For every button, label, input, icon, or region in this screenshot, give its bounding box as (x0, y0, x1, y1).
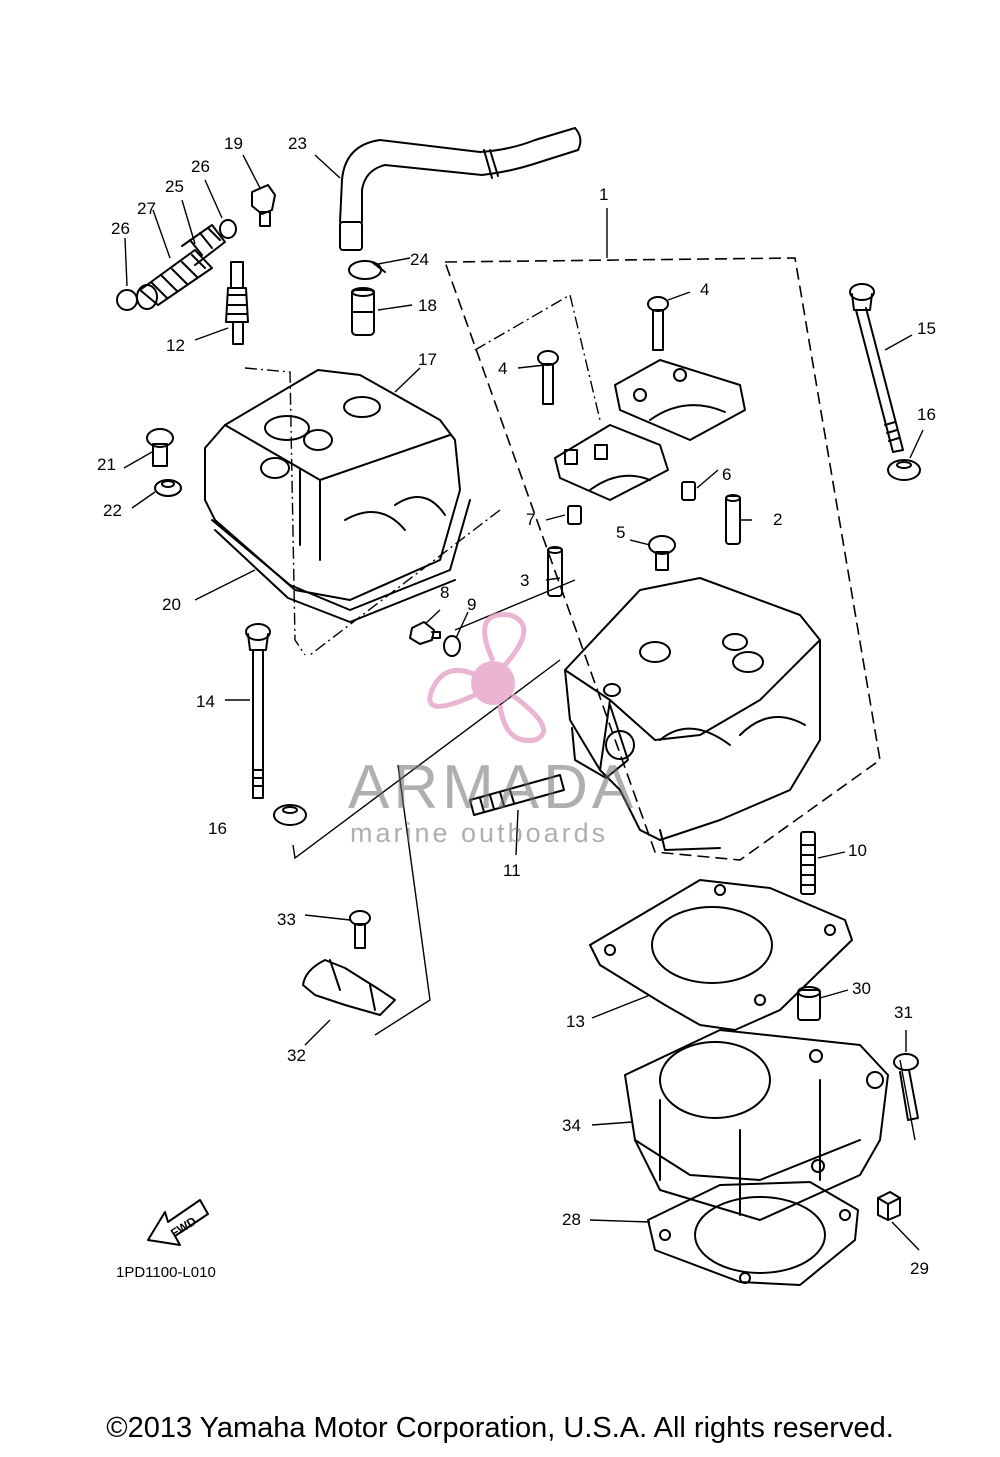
callout-32: 32 (287, 1046, 306, 1065)
callout-31: 31 (894, 1003, 913, 1022)
callout-4b: 4 (498, 359, 507, 378)
callout-22: 22 (103, 501, 122, 520)
cylinder-base-gasket (647, 1181, 859, 1286)
cylinder-head-bolt (245, 623, 271, 799)
callout-11: 11 (503, 861, 521, 880)
callout-6: 6 (722, 465, 731, 484)
callout-29: 29 (910, 1259, 929, 1278)
callout-28: 28 (562, 1210, 581, 1229)
diagram-code: 1PD1100-L010 (116, 1264, 216, 1281)
cap-bolt-upper (647, 296, 669, 351)
bolt-washer (154, 479, 182, 497)
cylinder (624, 1029, 889, 1221)
hose-clip (348, 260, 386, 280)
head-bolt-washer (887, 459, 921, 481)
hose-guide-bracket (302, 959, 396, 1016)
dowel-pin (567, 505, 582, 525)
callout-21: 21 (97, 455, 116, 474)
callout-7: 7 (526, 510, 535, 529)
callout-12: 12 (166, 336, 185, 355)
cylinder-head-gasket (589, 879, 853, 1031)
callout-14: 14 (196, 692, 215, 711)
cylinder-head-cover (204, 369, 461, 601)
spark-plug (225, 261, 249, 345)
callout-8: 8 (440, 583, 449, 602)
breather-joint (351, 287, 375, 336)
callout-9: 9 (467, 595, 476, 614)
gasket-leader-frame (292, 579, 916, 1141)
callout-26b: 26 (111, 219, 130, 238)
callout-15: 15 (917, 319, 936, 338)
callout-16: 16 (917, 405, 936, 424)
callout-16b: 16 (208, 819, 227, 838)
callout-4: 4 (700, 280, 709, 299)
callout-33: 33 (277, 910, 296, 929)
cylinder-nut (877, 1191, 901, 1221)
cylinder-dowel (797, 986, 821, 1021)
callout-34: 34 (562, 1116, 581, 1135)
breather-hose (339, 127, 582, 251)
plug-bolt (409, 621, 441, 645)
cylinder-head (564, 577, 821, 851)
callout-5: 5 (616, 523, 625, 542)
camshaft-cap-right (614, 359, 746, 441)
callout-13: 13 (566, 1012, 585, 1031)
callout-1: 1 (599, 185, 608, 204)
cap-bolt-lower (537, 350, 559, 405)
callout-10: 10 (848, 841, 867, 860)
callout-30: 30 (852, 979, 871, 998)
head-bolt-washer (273, 804, 307, 826)
valve-guide (725, 494, 741, 545)
callout-26: 26 (191, 157, 210, 176)
gasket-washer (443, 635, 461, 657)
callout-3: 3 (520, 571, 529, 590)
dowel-pin (681, 481, 696, 501)
assembly-outline-1 (443, 257, 881, 861)
callout-17: 17 (418, 350, 437, 369)
bracket-bolt (349, 910, 371, 949)
watermark-tagline: marine outboards (350, 818, 609, 848)
camshaft-cap-left (554, 424, 669, 501)
head-cover-bolt (146, 428, 174, 467)
watermark-name: ARMADA (348, 753, 638, 822)
leader-lines (123, 154, 924, 1251)
callout-24: 24 (410, 250, 429, 269)
stud-bolt (800, 831, 816, 895)
callout-25: 25 (165, 177, 184, 196)
callout-27: 27 (137, 199, 156, 218)
head-cover-gasket (211, 499, 471, 623)
head-cover-leader-frame (244, 293, 601, 656)
fwd-arrow-icon (147, 1199, 209, 1246)
plug-boot (136, 224, 226, 310)
boot-clip (116, 219, 237, 311)
cylinder-head-bolt (849, 283, 904, 453)
cylinder-bolt (893, 1053, 919, 1121)
callout-19: 19 (224, 134, 243, 153)
plug-cap-elbow (251, 184, 276, 227)
callout-20: 20 (162, 595, 181, 614)
stud-bolt (469, 774, 565, 816)
copyright-notice: ©2013 Yamaha Motor Corporation, U.S.A. A… (106, 1412, 894, 1444)
watermark-logo (427, 612, 547, 744)
head-nut (648, 535, 676, 571)
callout-23: 23 (288, 134, 307, 153)
valve-guide (547, 546, 563, 597)
callout-2: 2 (773, 510, 782, 529)
callout-18: 18 (418, 296, 437, 315)
